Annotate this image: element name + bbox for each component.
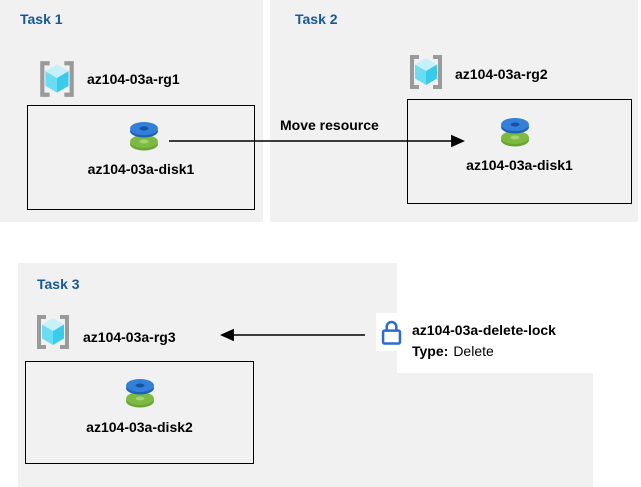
lock-icon bbox=[380, 318, 403, 347]
delete-lock-type-label: Type: bbox=[412, 343, 449, 359]
resource-group-icon bbox=[33, 312, 73, 352]
delete-lock-type: Type:Delete bbox=[412, 343, 494, 359]
task2-resource-group-label: az104-03a-rg2 bbox=[455, 66, 548, 82]
task1-resource-group-label: az104-03a-rg1 bbox=[87, 71, 180, 87]
task2-disk-label: az104-03a-disk1 bbox=[466, 157, 573, 173]
task3-resource-box: az104-03a-disk2 bbox=[25, 361, 254, 464]
lock-annotation-background bbox=[397, 263, 641, 373]
disk-icon bbox=[127, 118, 161, 152]
lock-icon-background bbox=[376, 313, 406, 351]
task1-resource-box: az104-03a-disk1 bbox=[27, 105, 255, 210]
delete-lock-type-value: Delete bbox=[453, 343, 494, 359]
resource-group-icon bbox=[36, 58, 78, 100]
disk-icon bbox=[498, 114, 532, 148]
task3-title: Task 3 bbox=[37, 276, 80, 292]
delete-lock-name: az104-03a-delete-lock bbox=[412, 322, 556, 338]
task3-resource-group-label: az104-03a-rg3 bbox=[83, 329, 176, 345]
resource-group-icon bbox=[406, 52, 446, 92]
task2-title: Task 2 bbox=[295, 11, 338, 27]
move-resource-label: Move resource bbox=[280, 117, 379, 133]
task1-title: Task 1 bbox=[20, 11, 63, 27]
task2-resource-box: az104-03a-disk1 bbox=[407, 99, 632, 204]
task1-disk-label: az104-03a-disk1 bbox=[87, 161, 195, 177]
task3-disk-label: az104-03a-disk2 bbox=[86, 419, 193, 435]
disk-icon bbox=[123, 375, 157, 409]
task1-panel: Task 1 bbox=[0, 0, 263, 222]
task2-panel: Task 2 bbox=[270, 0, 638, 222]
